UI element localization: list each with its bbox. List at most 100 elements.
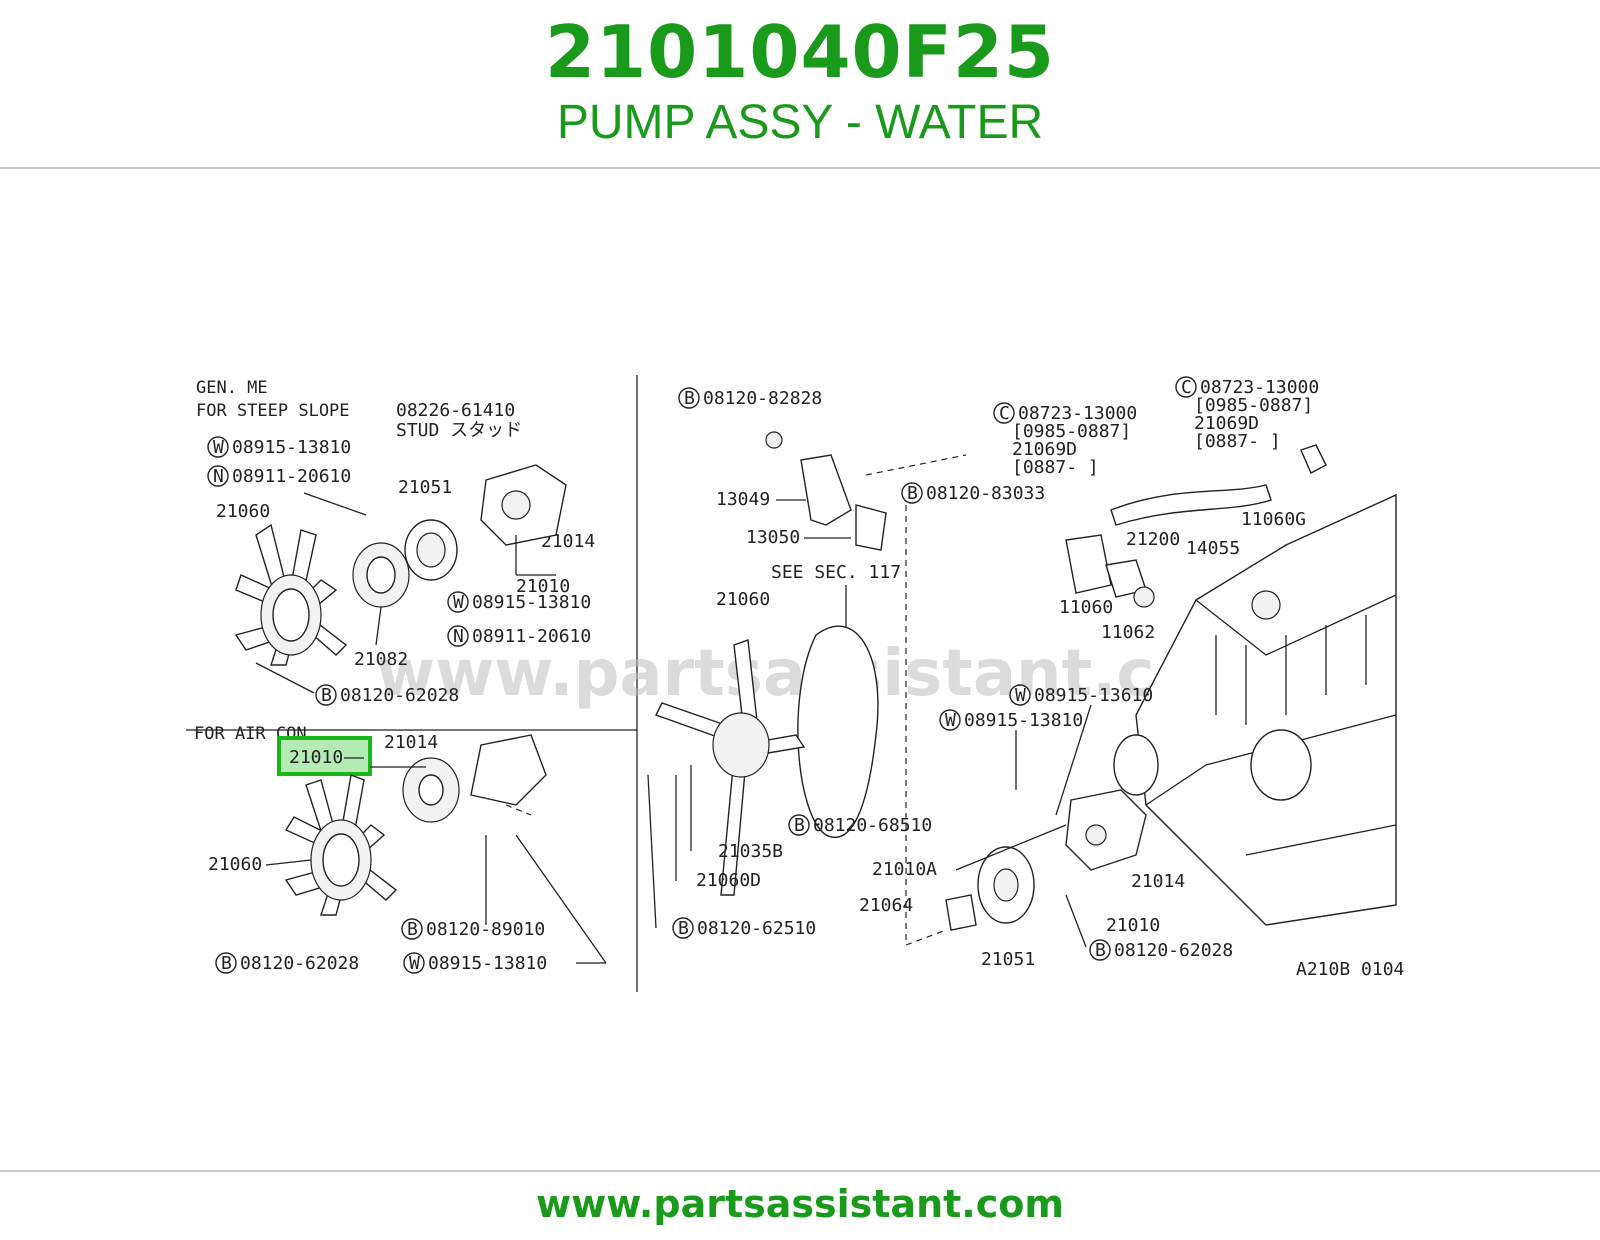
- part-name-subtitle: PUMP ASSY - WATER: [556, 96, 1044, 149]
- water-pump-aircon-icon: [402, 734, 547, 823]
- leader-line: [647, 774, 657, 929]
- fan-coupling-icon: [352, 542, 410, 608]
- nut-marker: [207, 465, 229, 487]
- washer-marker: [447, 591, 469, 613]
- label-21010a: 21010A: [872, 859, 937, 880]
- label-range-a2: [0887- ]: [1012, 457, 1099, 478]
- fan-blade-aircon-icon: [284, 774, 398, 916]
- bolt-marker-letter: B: [407, 919, 418, 940]
- panel-heading-gen-me: GEN. ME: [196, 378, 268, 398]
- bolt-marker-letter: B: [321, 685, 332, 706]
- label-08120-62028-a: 08120-62028: [340, 685, 459, 706]
- label-21051-a: 21051: [398, 477, 452, 498]
- clamp-marker-letter: C: [999, 403, 1010, 424]
- label-stud-part: 08226-61410: [396, 400, 515, 421]
- label-21014-c: 21014: [1131, 871, 1185, 892]
- label-21069d-a: 21069D: [1012, 439, 1077, 460]
- v-belt-icon: [797, 625, 879, 839]
- label-21010-a: 21010: [516, 576, 570, 597]
- panel-heading-steep-slope: FOR STEEP SLOPE: [196, 401, 350, 421]
- washer-marker: [1009, 684, 1031, 706]
- label-08915-13610: 08915-13610: [1034, 685, 1153, 706]
- leader-line: [905, 929, 947, 946]
- leader-line: [1055, 704, 1092, 816]
- water-outlet-pipe-icon: [765, 431, 887, 551]
- label-diagram-code: A210B 0104: [1296, 959, 1404, 980]
- label-08723-13000-b: 08723-13000: [1200, 377, 1319, 398]
- label-21010-c: 21010: [1106, 915, 1160, 936]
- leader-line: [865, 454, 967, 476]
- label-08915-13810-b: 08915-13810: [472, 592, 591, 613]
- panel-engine: B 08120-82828 13049 13050 B 08120-83033 …: [647, 376, 1404, 980]
- bolt-marker: [901, 482, 923, 504]
- label-21082: 21082: [354, 649, 408, 670]
- clamp-marker: [1175, 376, 1197, 398]
- label-14055: 14055: [1186, 538, 1240, 559]
- washer-marker-letter: W: [945, 710, 956, 731]
- fan-blade-right-icon: [655, 639, 806, 896]
- label-13049: 13049: [716, 489, 770, 510]
- bolt-marker: [215, 952, 237, 974]
- label-11060: 11060: [1059, 597, 1113, 618]
- label-08915-13810-c: 08915-13810: [428, 953, 547, 974]
- label-range-b1: [0985-0887]: [1194, 395, 1313, 416]
- highlight-box-21010[interactable]: [277, 736, 372, 776]
- water-pump-right-icon: [945, 789, 1147, 931]
- leader-line: [303, 492, 367, 516]
- leader-line: [1065, 894, 1087, 948]
- leader-line: [375, 606, 382, 646]
- label-08723-13000-a: 08723-13000: [1018, 403, 1137, 424]
- clamp-marker: [993, 402, 1015, 424]
- washer-marker: [403, 952, 425, 974]
- leader-line: [955, 824, 1067, 871]
- label-stud: STUD スタッド: [396, 420, 522, 441]
- washer-marker: [939, 709, 961, 731]
- washer-marker: [207, 436, 229, 458]
- label-21014-b: 21014: [384, 732, 438, 753]
- leader-line: [255, 662, 315, 694]
- panel-air-con: FOR AIR CON 21010 21014 21060 B 08: [194, 724, 607, 974]
- nut-marker-letter: N: [213, 466, 224, 487]
- nut-marker: [447, 625, 469, 647]
- label-08120-62028-c: 08120-62028: [1114, 940, 1233, 961]
- washer-marker-letter: W: [1015, 685, 1026, 706]
- label-21060-a: 21060: [216, 501, 270, 522]
- label-21060d: 21060D: [696, 870, 761, 891]
- label-08120-83033: 08120-83033: [926, 483, 1045, 504]
- clamp-marker-letter: C: [1181, 377, 1192, 398]
- label-21014-a: 21014: [541, 531, 595, 552]
- leader-line: [505, 804, 532, 816]
- label-08911-20610-a: 08911-20610: [232, 466, 351, 487]
- label-08120-68510: 08120-68510: [813, 815, 932, 836]
- bolt-marker: [678, 387, 700, 409]
- footer-site-link[interactable]: www.partsassistant.com: [536, 1182, 1064, 1226]
- pulley-icon: [404, 519, 458, 581]
- label-21200: 21200: [1126, 529, 1180, 550]
- label-08915-13810-d: 08915-13810: [964, 710, 1083, 731]
- label-08120-82828: 08120-82828: [703, 388, 822, 409]
- bolt-marker: [1089, 939, 1111, 961]
- water-pump-icon: [480, 464, 567, 546]
- parts-diagram-svg: www.partsassistant.com GEN. ME FOR STEEP…: [186, 375, 1404, 992]
- bolt-marker-letter: B: [794, 815, 805, 836]
- washer-marker-letter: W: [409, 953, 420, 974]
- fan-blade-icon: [234, 523, 348, 666]
- label-21060-c: 21060: [716, 589, 770, 610]
- header-divider: [0, 167, 1600, 169]
- bolt-marker-letter: B: [907, 483, 918, 504]
- label-see-sec-117: SEE SEC. 117: [771, 562, 901, 583]
- label-11062: 11062: [1101, 622, 1155, 643]
- label-08120-62510: 08120-62510: [697, 918, 816, 939]
- bolt-marker: [672, 917, 694, 939]
- part-number-title: 2101040F25: [544, 10, 1056, 94]
- label-range-a1: [0985-0887]: [1012, 421, 1131, 442]
- leader-line: [515, 834, 607, 964]
- label-21051-c: 21051: [981, 949, 1035, 970]
- washer-marker-letter: W: [213, 437, 224, 458]
- label-21060-b: 21060: [208, 854, 262, 875]
- label-21064: 21064: [859, 895, 913, 916]
- label-21010-highlighted[interactable]: 21010: [289, 747, 343, 768]
- bolt-marker: [401, 918, 423, 940]
- bolt-marker-letter: B: [684, 388, 695, 409]
- bolt-marker-letter: B: [221, 953, 232, 974]
